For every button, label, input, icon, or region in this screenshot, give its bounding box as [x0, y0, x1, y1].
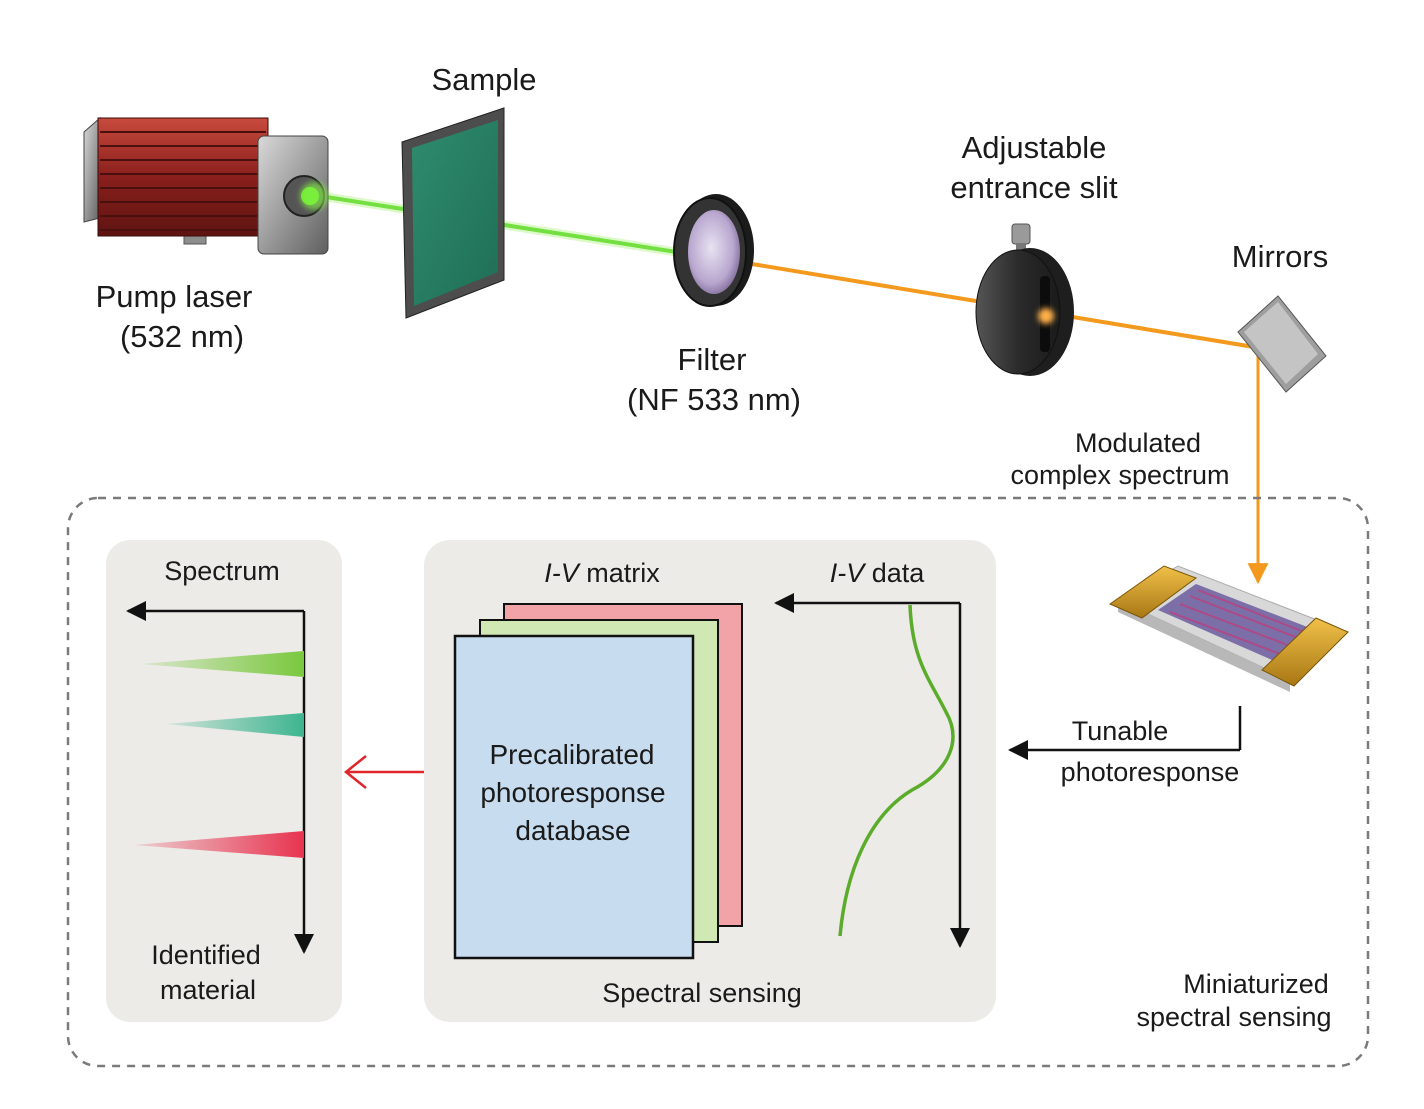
slit-label-line1: Adjustable: [962, 130, 1107, 165]
tunable-label-line1: Tunable: [1072, 716, 1169, 746]
modulated-label-line1: Modulated: [1075, 428, 1201, 458]
filter-lens: [688, 210, 740, 294]
filter-spec: (NF 533 nm): [627, 382, 801, 417]
red-peak: [134, 831, 304, 858]
result-arrow: [343, 755, 424, 789]
spectral-sensing-label: Spectral sensing: [602, 978, 802, 1008]
electrode-right: [1261, 617, 1349, 687]
pump-laser-wavelength: (532 nm): [120, 319, 244, 354]
photoresponse-arrow: [1008, 706, 1242, 760]
identified-label-line2: material: [160, 975, 256, 1005]
iv-curve: [838, 604, 955, 937]
slit-body: [975, 249, 1061, 375]
database-label-line2: photoresponse: [480, 777, 665, 808]
filter-optic: [673, 194, 754, 307]
database-label-line3: database: [515, 815, 630, 846]
green-beam: [319, 194, 741, 264]
sample-label: Sample: [431, 62, 536, 97]
slit-knob-stem: [1016, 244, 1026, 254]
laser-glow: [300, 182, 328, 210]
tunable-label-line2: photoresponse: [1061, 757, 1240, 787]
slit-knob: [1011, 223, 1031, 245]
filter-label: Filter: [678, 342, 747, 377]
pump-laser: [83, 116, 329, 255]
mirrors-label: Mirrors: [1232, 239, 1328, 274]
spectrum-panel: Spectrum Identified material: [106, 540, 342, 1022]
spectrum-label: Spectrum: [164, 556, 280, 586]
miniaturized-label-line1: Miniaturized: [1183, 969, 1329, 999]
spectral-sensing-panel: I-V matrix I-V data Precalibrated photor…: [424, 540, 996, 1022]
mirror: [1237, 295, 1327, 393]
green-peak: [140, 651, 304, 677]
entrance-slit: [975, 223, 1074, 376]
mirror-face: [1244, 302, 1318, 384]
laser-fins: [100, 131, 266, 231]
identified-label-line1: Identified: [151, 940, 261, 970]
device-channel: [1158, 584, 1310, 660]
electrode-left: [1108, 565, 1198, 619]
slit-glow: [1038, 308, 1054, 324]
iv-data-italic: I-V: [830, 558, 867, 588]
miniaturized-sensing-box: [66, 496, 1370, 1068]
iv-data-rest: data: [864, 558, 925, 588]
device-substrate-edge: [1118, 600, 1290, 692]
database-label-line1: Precalibrated: [490, 739, 655, 770]
sample-plate: [401, 107, 505, 319]
laser-body: [97, 117, 269, 237]
photodetector-device: [1108, 565, 1349, 692]
iv-matrix-label: I-V matrix: [544, 558, 660, 588]
sample-glass: [412, 120, 498, 306]
matrix-card-blue: [453, 634, 695, 960]
iv-matrix-italic: I-V: [544, 558, 581, 588]
teal-peak: [166, 713, 304, 737]
modulated-label-line2: complex spectrum: [1010, 460, 1229, 490]
pump-laser-label: Pump laser: [96, 279, 253, 314]
iv-data-label: I-V data: [830, 558, 926, 588]
miniaturized-label-line2: spectral sensing: [1136, 1002, 1331, 1032]
device-channel-dots: [1169, 589, 1305, 655]
iv-matrix-rest: matrix: [579, 558, 661, 588]
slit-label-line2: entrance slit: [950, 170, 1118, 205]
green-beam-glow: [319, 191, 741, 267]
